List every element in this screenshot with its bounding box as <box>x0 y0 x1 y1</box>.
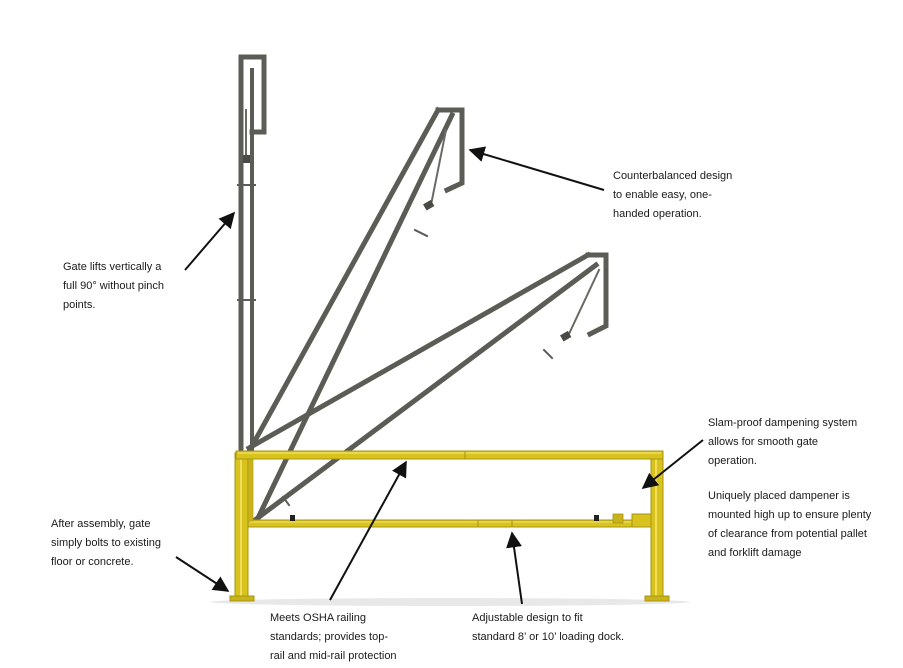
leader-arrows <box>175 146 704 605</box>
callout-slam-proof-text: Slam-proof dampening system allows for s… <box>708 417 858 467</box>
callout-after-assembly-text: After assembly, gate simply bolts to exi… <box>51 518 162 568</box>
callout-osha-text: Meets OSHA railing standards; provides t… <box>270 612 397 662</box>
callout-slam-proof: Slam-proof dampening system allows for s… <box>708 414 857 471</box>
arrow-adjustable <box>506 531 523 605</box>
top-rail <box>235 450 664 460</box>
yellow-frame <box>229 450 670 602</box>
arrow-counterbalanced <box>468 146 605 191</box>
callout-gate-lifts: Gate lifts vertically a full 90° without… <box>63 258 164 315</box>
arrow-osha <box>329 460 407 601</box>
callout-after-assembly: After assembly, gate simply bolts to exi… <box>51 515 161 572</box>
arrow-after-assembly <box>175 556 230 592</box>
callout-counterbalanced: Counterbalanced design to enable easy, o… <box>613 167 732 224</box>
callout-adjustable: Adjustable design to fit standard 8’ or … <box>472 609 624 647</box>
left-base-plate <box>229 595 255 602</box>
arrow-gate-lifts <box>184 211 236 271</box>
mid-rail <box>247 519 652 528</box>
callout-dampener-text: Uniquely placed dampener is mounted high… <box>708 490 872 559</box>
callout-osha: Meets OSHA railing standards; provides t… <box>270 609 397 666</box>
callout-gate-lifts-text: Gate lifts vertically a full 90° without… <box>63 261 165 311</box>
floor-shadow <box>210 598 690 606</box>
gate-lower-diagonal-position <box>245 251 609 524</box>
right-base-plate <box>644 595 670 602</box>
callout-dampener: Uniquely placed dampener is mounted high… <box>708 487 871 563</box>
callout-adjustable-text: Adjustable design to fit standard 8’ or … <box>472 612 625 643</box>
callout-counterbalanced-text: Counterbalanced design to enable easy, o… <box>613 170 733 220</box>
arrow-slam-proof <box>641 439 704 489</box>
gate-vertical-position <box>237 54 267 458</box>
